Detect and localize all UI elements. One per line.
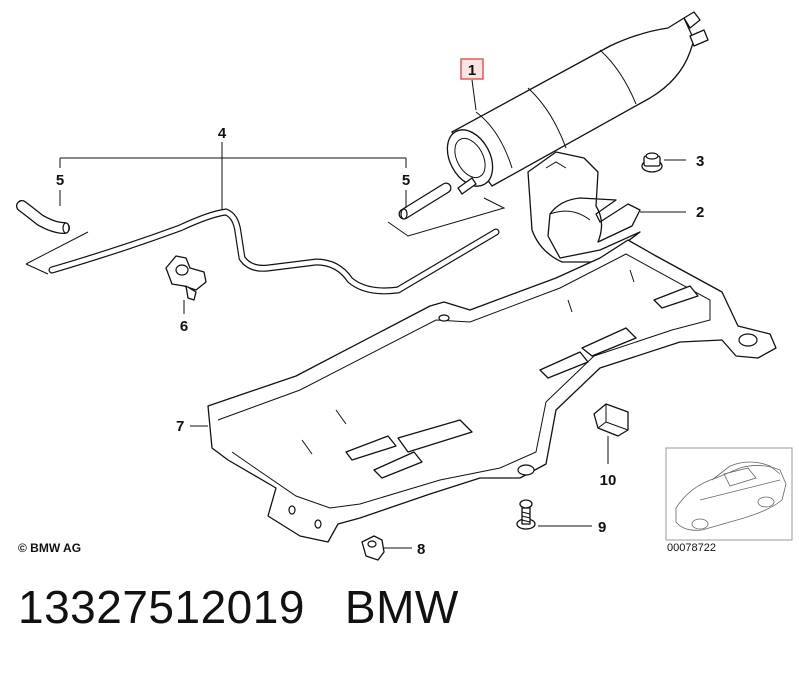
caption: 13327512019 BMW xyxy=(18,580,499,634)
callout-7-label[interactable]: 7 xyxy=(176,418,184,435)
car-icon xyxy=(675,461,787,531)
fuel-filter-part[interactable] xyxy=(438,11,709,195)
callout-5-left-label[interactable]: 5 xyxy=(56,172,64,189)
callout-3-label[interactable]: 3 xyxy=(696,153,704,170)
part-number-text: 13327512019 xyxy=(18,581,305,633)
callout-1-label: 1 xyxy=(468,62,476,79)
vehicle-inset xyxy=(665,447,793,541)
hose-clip-part[interactable] xyxy=(165,255,207,301)
callout-2-label[interactable]: 2 xyxy=(696,204,704,221)
hose-piece-left-part[interactable] xyxy=(16,200,89,275)
callout-9-label[interactable]: 9 xyxy=(598,519,606,536)
screw-part[interactable] xyxy=(516,499,536,530)
callout-8-label[interactable]: 8 xyxy=(417,541,425,558)
copyright-text: © BMW AG xyxy=(18,541,82,555)
callout-6-label[interactable]: 6 xyxy=(180,318,188,335)
leader-lines xyxy=(59,79,686,549)
callout-4-label[interactable]: 4 xyxy=(218,125,227,142)
callout-1[interactable]: 1 xyxy=(460,58,484,80)
callout-5-right-label[interactable]: 5 xyxy=(402,172,410,189)
grommet-part[interactable] xyxy=(641,152,663,173)
fuel-line-part[interactable] xyxy=(48,208,500,295)
brand-text: BMW xyxy=(344,581,459,633)
callout-1-highlight xyxy=(460,58,484,80)
expanding-nut-part[interactable] xyxy=(361,535,385,561)
hose-piece-right-part[interactable] xyxy=(387,182,506,237)
clamp-part[interactable] xyxy=(593,403,629,437)
callout-10-label[interactable]: 10 xyxy=(600,472,617,489)
inset-number-text: 00078722 xyxy=(667,542,716,554)
bracket-part[interactable] xyxy=(527,151,641,263)
protection-plate-part[interactable] xyxy=(207,239,777,543)
